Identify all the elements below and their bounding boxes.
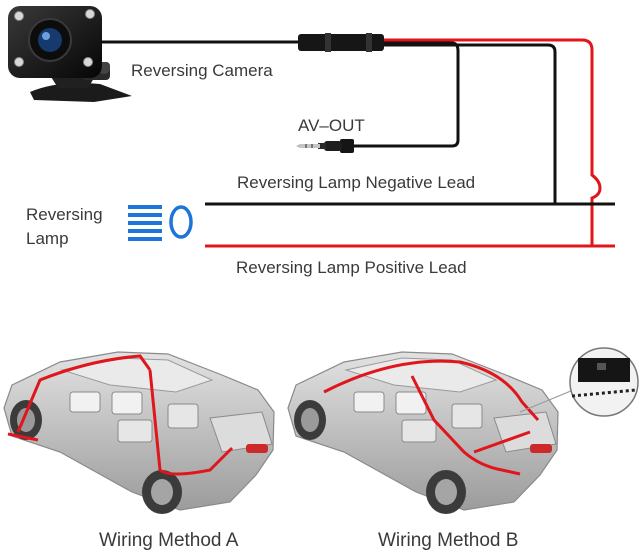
camera-label: Reversing Camera [131, 61, 273, 80]
negative-lead-label: Reversing Lamp Negative Lead [237, 173, 476, 192]
car-cutaway-icon [3, 351, 275, 514]
av-plug-icon [296, 139, 354, 153]
method-b-caption: Wiring Method B [378, 530, 519, 551]
car-cutaway-icon [287, 351, 559, 514]
zoom-callout-line [519, 387, 579, 413]
zoom-inset [569, 347, 639, 417]
av-out-label: AV–OUT [298, 116, 365, 135]
lamp-label-line1: Reversing [26, 205, 103, 224]
lamp-label-line2: Lamp [26, 229, 69, 248]
ground-wire [384, 43, 557, 204]
reversing-camera-icon [8, 6, 132, 102]
power-wire [384, 38, 602, 246]
headlamp-icon [128, 205, 193, 241]
camera-cable [102, 33, 384, 52]
av-out-wire [345, 41, 460, 148]
method-a-caption: Wiring Method A [99, 530, 239, 551]
positive-lead-label: Reversing Lamp Positive Lead [236, 258, 467, 277]
